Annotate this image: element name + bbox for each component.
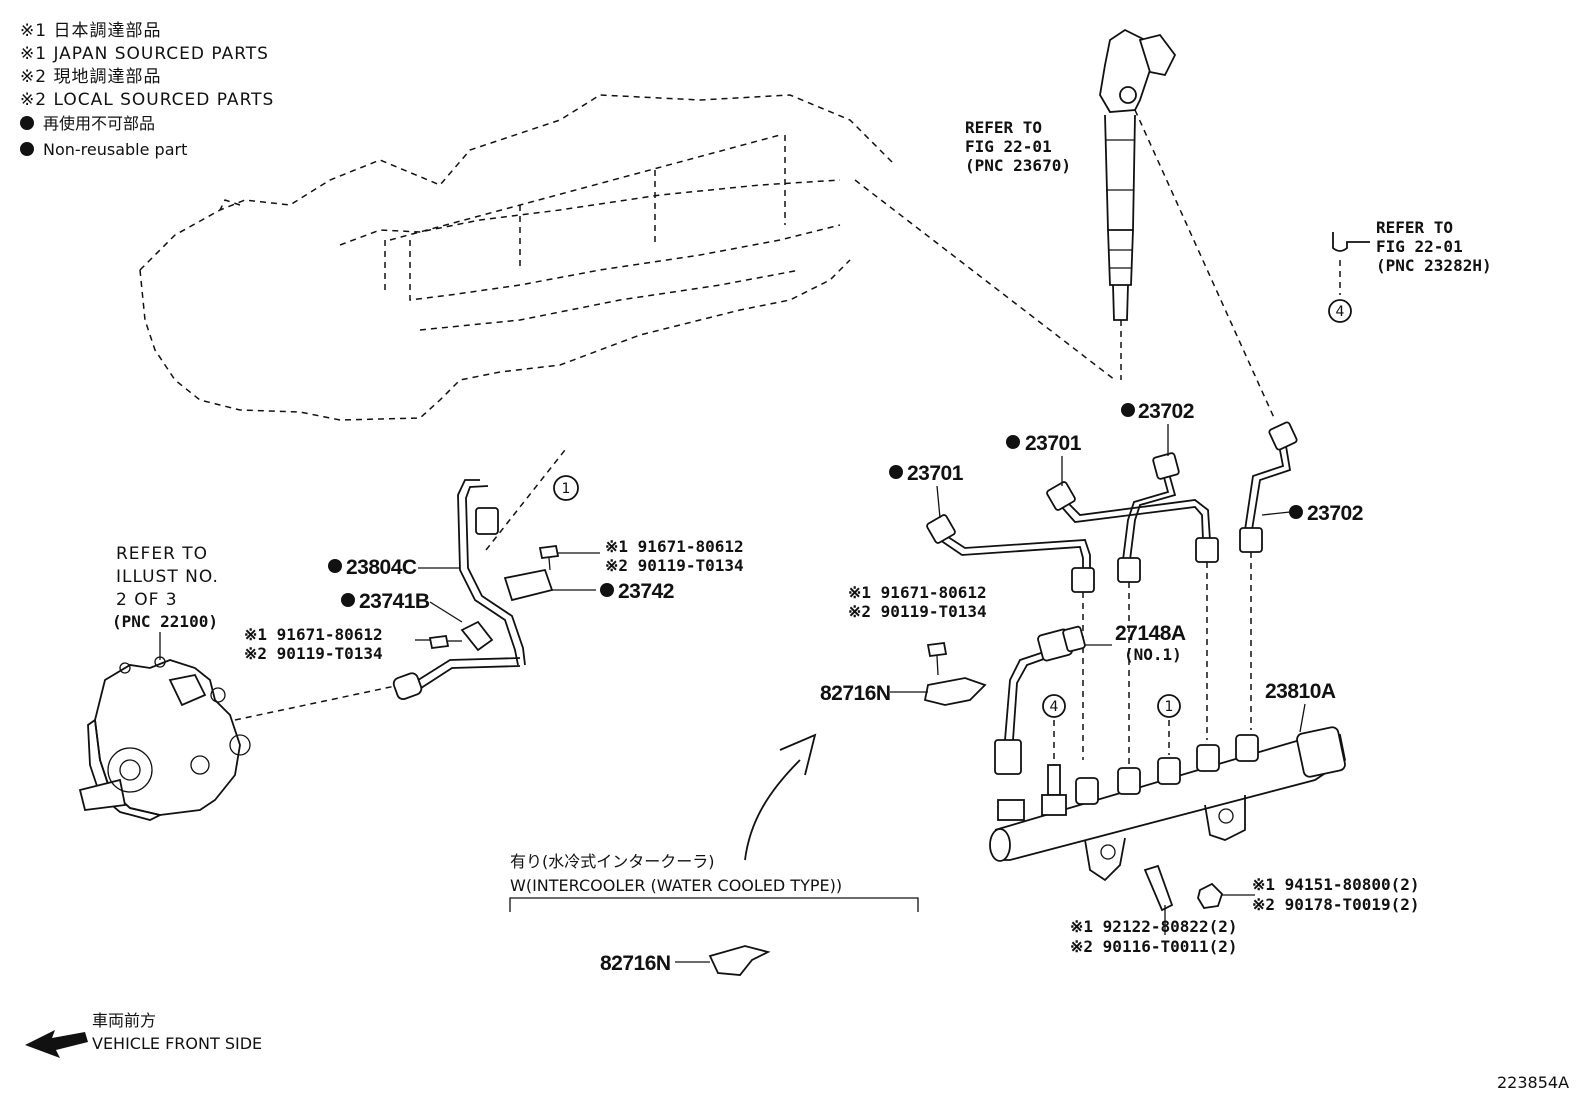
injection-pipes (926, 421, 1298, 765)
legend-line-4: ※2 LOCAL SOURCED PARTS (20, 90, 274, 110)
vehicle-front-indicator: 車両前方 VEHICLE FRONT SIDE (25, 1011, 262, 1058)
legend-line-2: ※1 JAPAN SOURCED PARTS (20, 44, 269, 64)
fastener-labels: ※1 91671-80612 ※2 90119-T0134 ※1 91671-8… (244, 537, 1420, 956)
non-reusable-dot-icon (328, 559, 342, 573)
ref-pump-l4: (PNC 22100) (112, 612, 218, 631)
condition-en: W(INTERCOOLER (WATER COOLED TYPE)) (510, 876, 842, 895)
bolt-1-local-pn: ※2 90119-T0134 (605, 556, 744, 575)
front-arrow-icon (25, 1030, 88, 1058)
ref-injector-l2: FIG 22-01 (965, 137, 1052, 156)
ref-injector-l1: REFER TO (965, 118, 1042, 137)
legend-line-6: Non-reusable part (43, 140, 187, 159)
ref-pump-l3: 2 OF 3 (116, 590, 178, 610)
circle-1-label: 1 (562, 481, 571, 497)
ref-clamp-l1: REFER TO (1376, 218, 1453, 237)
condition-note: 有り(水冷式インタークーラ) W(INTERCOOLER (WATER COOL… (509, 852, 919, 976)
bolt-2-local-pn: ※2 90119-T0134 (244, 644, 383, 663)
ref-clamp-l3: (PNC 23282H) (1376, 256, 1492, 275)
ref-clamp-l2: FIG 22-01 (1376, 237, 1463, 256)
circle-marker-1 (553, 475, 579, 501)
part-23742: 23742 (618, 580, 674, 603)
legend-line-5: 再使用不可部品 (43, 114, 155, 133)
non-reusable-dot-icon (600, 583, 614, 597)
part-23804C: 23804C (346, 556, 417, 579)
ref-injector-l3: (PNC 23670) (965, 156, 1071, 175)
part-23741B: 23741B (359, 590, 430, 613)
front-jp: 車両前方 (92, 1011, 156, 1030)
circle-marker-4 (1328, 299, 1352, 323)
part-23702-top: 23702 (1138, 400, 1194, 423)
circle-1-label: 1 (1165, 699, 1174, 715)
legend: ※1 日本調達部品 ※1 JAPAN SOURCED PARTS ※2 現地調達… (20, 21, 274, 159)
part-27148A-sub: (NO.1) (1124, 645, 1182, 664)
figure-id: 223854A (1497, 1073, 1569, 1092)
part-23701-mid: 23701 (1025, 432, 1082, 455)
ref-pump-l2: ILLUST NO. (116, 567, 219, 587)
legend-line-3: ※2 現地調達部品 (20, 67, 161, 87)
part-82716N-intercooler: 82716N (600, 952, 671, 975)
circle-marker-4 (1042, 694, 1066, 718)
supply-pump (78, 656, 401, 821)
common-rail: 4 1 (989, 694, 1347, 935)
part-labels: 23702 23701 23701 23702 23804C 23741B 23… (328, 400, 1363, 975)
nut-jp-pn: ※1 94151-80800(2) (1252, 875, 1420, 894)
circle-marker-1 (1157, 694, 1181, 718)
part-82716N-rail: 82716N (820, 682, 891, 705)
injector-reference: REFER TO FIG 22-01 (PNC 23670) (965, 118, 1071, 175)
non-reusable-dot-icon (341, 593, 355, 607)
ref-pump-l1: REFER TO (116, 544, 208, 564)
non-reusable-dot-icon (1121, 403, 1135, 417)
front-en: VEHICLE FRONT SIDE (92, 1034, 262, 1053)
pressure-sensor (994, 625, 1112, 775)
non-reusable-dot-icon (1006, 435, 1020, 449)
nut-local-pn: ※2 90178-T0019(2) (1252, 895, 1420, 914)
bolt-2-jp-pn: ※1 91671-80612 (244, 625, 383, 644)
bracket-82716N-rail (890, 642, 987, 706)
stud-jp-pn: ※1 92122-80822(2) (1070, 917, 1238, 936)
part-23702-right: 23702 (1307, 502, 1363, 525)
non-reusable-dot-icon (1289, 505, 1303, 519)
pump-reference: REFER TO ILLUST NO. 2 OF 3 (PNC 22100) (112, 544, 219, 660)
non-reusable-dot-icon (20, 116, 34, 130)
non-reusable-dot-icon (889, 465, 903, 479)
circle-4-label: 4 (1050, 699, 1059, 715)
clamp-reference: 4 REFER TO FIG 22-01 (PNC 23282H) (1328, 218, 1492, 323)
part-23701-left: 23701 (907, 462, 964, 485)
bolt-3-jp-pn: ※1 91671-80612 (848, 583, 987, 602)
bolt-3-local-pn: ※2 90119-T0134 (848, 602, 987, 621)
direction-arrow (744, 759, 801, 861)
arrow-head-icon (779, 733, 817, 776)
non-reusable-dot-icon (20, 142, 34, 156)
pump-pipe: 1 (392, 449, 600, 700)
injector (1099, 28, 1276, 421)
condition-jp: 有り(水冷式インタークーラ) (510, 852, 715, 871)
part-23810A: 23810A (1265, 680, 1336, 703)
legend-line-1: ※1 日本調達部品 (20, 21, 161, 41)
circle-4-label: 4 (1336, 304, 1345, 320)
stud-local-pn: ※2 90116-T0011(2) (1070, 937, 1238, 956)
part-27148A: 27148A (1115, 622, 1186, 645)
bolt-1-jp-pn: ※1 91671-80612 (605, 537, 744, 556)
engine-outline (139, 94, 1116, 421)
